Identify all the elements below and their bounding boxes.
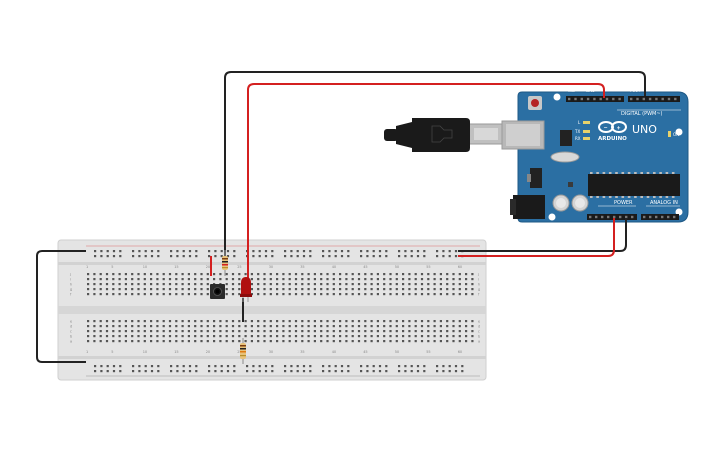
column-number: 35	[300, 350, 304, 354]
on-led	[668, 131, 671, 137]
column-number: 60	[458, 350, 462, 354]
breadboard-labels: 1155101015152020252530303535404045455050…	[69, 265, 481, 354]
red-led[interactable]	[240, 277, 252, 302]
l-led-label: L	[578, 120, 581, 125]
row-letter: e	[478, 320, 480, 324]
column-number: 55	[426, 265, 430, 269]
mounting-hole	[675, 208, 683, 216]
breadboard-holes[interactable]	[87, 250, 474, 373]
row-letter: d	[478, 325, 480, 329]
row-letter: c	[70, 330, 72, 334]
wire-black-pin-ground[interactable]	[224, 71, 646, 268]
column-number: 50	[395, 350, 399, 354]
breadboard[interactable]: 1155101015152020252530303535404045455050…	[57, 239, 487, 381]
column-number: 20	[206, 265, 210, 269]
rx-led	[583, 137, 590, 140]
column-number: 15	[174, 350, 178, 354]
usb-chip	[560, 130, 572, 146]
column-number: 40	[332, 265, 336, 269]
row-letter: j	[69, 273, 71, 277]
svg-text:13 12: 13 12	[586, 89, 595, 93]
analog-label: ANALOG IN	[650, 200, 678, 206]
row-letter: g	[70, 288, 72, 292]
column-number: 35	[300, 265, 304, 269]
row-letter: b	[478, 335, 481, 339]
svg-text:+: +	[617, 126, 621, 132]
pushbutton[interactable]	[210, 284, 225, 299]
row-letter: i	[478, 278, 479, 282]
column-number: 1	[86, 265, 88, 269]
wire-black-rail-loop[interactable]	[36, 250, 86, 363]
column-number: 15	[174, 265, 178, 269]
wires[interactable]	[36, 71, 646, 363]
column-number: 50	[395, 265, 399, 269]
wire-red-5v-rail[interactable]	[458, 218, 615, 257]
rx-led-label: RX	[575, 136, 581, 141]
wire-red-pin-signal[interactable]	[247, 83, 605, 290]
row-letter: i	[70, 278, 71, 282]
digital-label: DIGITAL (PWM~)	[621, 111, 663, 117]
arduino-logo: − +	[598, 121, 627, 133]
arduino-model: UNO	[632, 123, 657, 136]
row-letter: f	[70, 293, 72, 297]
column-number: 25	[237, 350, 241, 354]
column-number: 10	[143, 350, 147, 354]
crystal-oscillator	[550, 151, 580, 163]
row-letter: f	[478, 293, 480, 297]
voltage-regulator	[530, 168, 542, 188]
wire-black-gnd-rail[interactable]	[458, 218, 627, 252]
power-header[interactable]	[587, 214, 637, 220]
digital-header-right[interactable]	[628, 96, 680, 102]
row-letter: d	[70, 325, 72, 329]
resistor-bottom[interactable]	[240, 338, 246, 364]
power-jack[interactable]	[513, 195, 545, 219]
resistor-top[interactable]	[222, 250, 228, 276]
column-number: 20	[206, 350, 210, 354]
tx-led-label: TX	[574, 129, 580, 134]
row-letter: a	[70, 340, 72, 344]
mounting-hole	[548, 213, 556, 221]
power-label: POWER	[614, 200, 633, 206]
column-number: 45	[363, 350, 367, 354]
svg-text:−: −	[604, 125, 608, 131]
row-letter: h	[478, 283, 480, 287]
column-number: 30	[269, 265, 273, 269]
column-number: 5	[111, 265, 113, 269]
row-letter: g	[478, 288, 480, 292]
svg-text:AREF: AREF	[568, 89, 576, 93]
column-number: 45	[363, 265, 367, 269]
row-letter: j	[477, 273, 479, 277]
arduino-brand: ARDUINO	[598, 136, 627, 142]
column-number: 55	[426, 350, 430, 354]
column-number: 60	[458, 265, 462, 269]
atmega-chip	[588, 174, 680, 196]
row-letter: c	[478, 330, 480, 334]
usb-cable[interactable]	[384, 118, 503, 152]
column-number: 5	[111, 350, 113, 354]
column-number: 1	[86, 350, 88, 354]
analog-header[interactable]	[641, 214, 679, 220]
svg-text:7 6 5 4: 7 6 5 4	[630, 89, 641, 93]
column-number: 40	[332, 350, 336, 354]
mounting-hole	[553, 93, 561, 101]
l-led	[583, 121, 590, 124]
column-number: 30	[269, 350, 273, 354]
row-letter: a	[478, 340, 480, 344]
on-led-label: ON	[673, 132, 679, 137]
mounting-hole	[675, 128, 683, 136]
column-number: 25	[237, 265, 241, 269]
row-letter: h	[70, 283, 72, 287]
row-letter: e	[70, 320, 72, 324]
tx-led	[583, 130, 590, 133]
column-number: 10	[143, 265, 147, 269]
arduino-uno-board[interactable]: DIGITAL (PWM~) AREF 13 12 7 6 5 4 L TX R…	[501, 89, 689, 223]
row-letter: b	[70, 335, 73, 339]
